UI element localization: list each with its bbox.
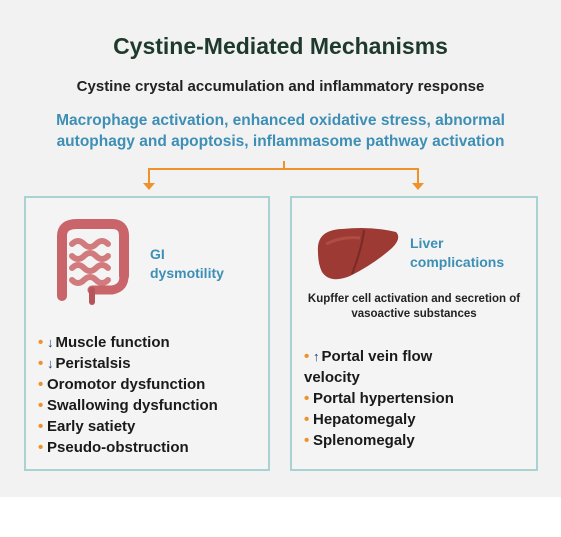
liver-icon (317, 228, 399, 280)
list-item: •Oromotor dysfunction (38, 376, 206, 393)
list-item-text: Oromotor dysfunction (47, 376, 206, 393)
liver-effects-list: •↑Portal vein flow velocity •Portal hype… (304, 346, 464, 451)
list-item: •Early satiety (38, 418, 136, 435)
list-item-text: Portal vein flow velocity (304, 348, 433, 386)
mechanisms-line-1: Macrophage activation, enhanced oxidativ… (56, 112, 505, 129)
kupffer-note: Kupffer cell activation and secretion of… (307, 293, 521, 320)
list-item-text: Early satiety (47, 418, 136, 435)
down-arrow-icon: ↓ (47, 335, 54, 350)
list-item-text: Pseudo-obstruction (47, 439, 189, 456)
list-item: •↓Muscle function (38, 334, 170, 351)
diagram-title: Cystine-Mediated Mechanisms (113, 33, 448, 59)
list-item: •Pseudo-obstruction (38, 439, 189, 456)
down-arrow-icon: ↓ (47, 356, 54, 371)
gi-label-line-1: GI (150, 246, 165, 262)
liver-label: Liver complications (410, 234, 504, 272)
gi-effects-list: •↓Muscle function •↓Peristalsis •Oromoto… (38, 332, 218, 458)
list-item: •Portal hypertension (304, 390, 454, 407)
list-item-text: Swallowing dysfunction (47, 397, 218, 414)
branch-connector (143, 161, 424, 190)
list-item-text: Peristalsis (55, 355, 131, 372)
list-item: •↑Portal vein flow velocity (304, 348, 433, 386)
mechanisms-text: Macrophage activation, enhanced oxidativ… (8, 110, 553, 152)
intestine-icon (57, 219, 129, 305)
gi-label: GI dysmotility (150, 245, 224, 283)
gi-dysmotility-box: GI dysmotility •↓Muscle function •↓Peris… (24, 196, 270, 471)
up-arrow-icon: ↑ (313, 349, 320, 364)
gi-label-line-2: dysmotility (150, 265, 224, 281)
list-item-text: Muscle function (55, 334, 170, 351)
liver-label-line-1: Liver (410, 235, 444, 251)
liver-label-line-2: complications (410, 254, 505, 270)
list-item-text: Hepatomegaly (313, 411, 416, 428)
mechanisms-line-2: autophagy and apoptosis, inflammasome pa… (56, 133, 505, 150)
list-item-text: Portal hypertension (313, 390, 454, 407)
list-item-text: Splenomegaly (313, 432, 415, 449)
list-item: •Hepatomegaly (304, 411, 416, 428)
list-item: •↓Peristalsis (38, 355, 131, 372)
list-item: •Splenomegaly (304, 432, 415, 449)
liver-complications-box: Liver complications Kupffer cell activat… (290, 196, 538, 471)
list-item: •Swallowing dysfunction (38, 397, 218, 414)
diagram-subtitle: Cystine crystal accumulation and inflamm… (76, 78, 485, 95)
